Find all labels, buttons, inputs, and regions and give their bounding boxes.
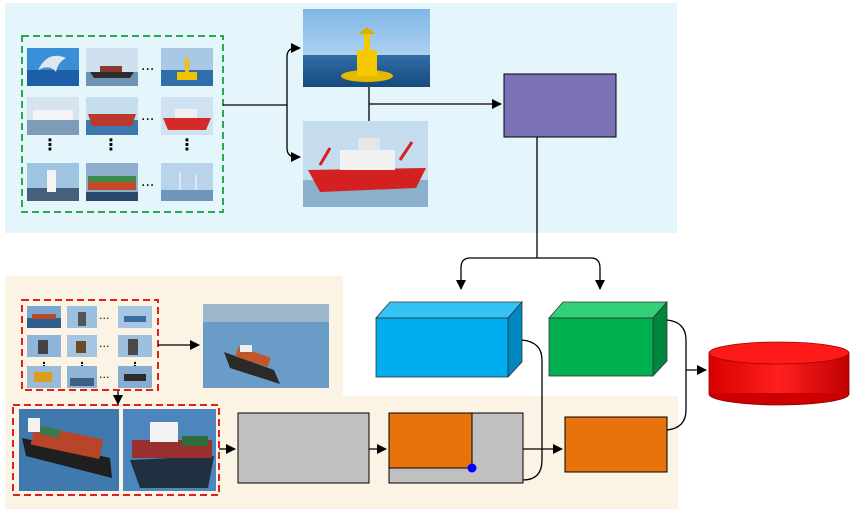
grid-thumb [118,366,152,388]
blue-marker-dot [467,463,477,473]
white-ship-thumbnail [27,97,79,135]
red-cylinder-database [708,341,850,406]
lighthouse-thumbnail [27,163,79,201]
gray-process-box [237,412,370,484]
tanker-thumbnail [86,97,138,135]
wind-turbine-thumbnail [161,163,213,201]
grid-thumb [118,306,152,328]
grid-thumb [118,335,152,357]
bottom-image-grid: ··· ··· ⋮ ⋮ ⋮ ··· [21,299,159,391]
green-cuboid-block [548,300,668,378]
vertical-dots: ⋮ [42,135,58,154]
top-connectors [223,43,605,290]
purple-process-box [503,73,617,138]
dolphin-thumbnail [27,48,79,86]
container-ship-photo-right [123,409,216,491]
red-dashed-frame-selected [12,404,220,496]
container-port-thumbnail [86,163,138,201]
ellipsis-dots: ··· [141,178,154,194]
vertical-dots: ⋮ [179,135,195,154]
grid-thumb [67,306,97,328]
gray-box-with-orange-region [388,412,524,484]
red-fireboat-photo [303,121,428,207]
container-ship-aerial-photo [203,304,329,388]
selected-photos [12,404,220,496]
grid-thumb [27,366,61,388]
grid-thumb [27,335,61,357]
grid-thumb [67,335,97,357]
yellow-buoy-thumbnail [161,48,213,86]
ellipsis-dots: ··· [141,112,154,128]
orange-process-box [564,416,668,473]
blue-cuboid-block [375,300,523,379]
grid-thumb [67,366,97,388]
yellow-buoy-photo [303,9,430,87]
bottom-connectors [113,319,707,481]
cargo-ship-thumbnail [86,48,138,86]
ellipsis-dots: ··· [99,371,110,384]
red-fireboat-thumbnail [161,97,213,135]
grid-thumb [27,306,61,328]
ellipsis-dots: ··· [99,312,110,325]
ellipsis-dots: ··· [99,340,110,353]
ellipsis-dots: ··· [141,62,154,78]
green-dashed-frame [21,35,224,213]
container-ship-photo-left [19,409,119,491]
vertical-dots: ⋮ [103,135,119,154]
top-image-grid: ··· ··· ⋮ ⋮ ⋮ [21,35,224,213]
